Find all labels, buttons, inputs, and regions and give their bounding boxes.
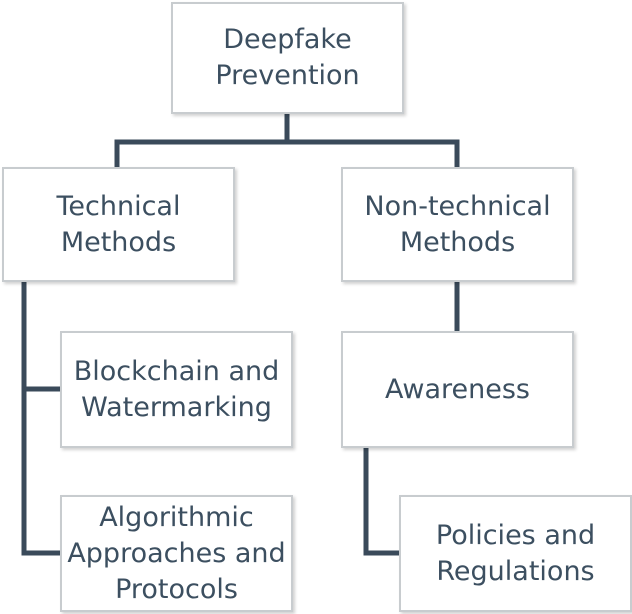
connector-awareness-to-policies (363, 445, 402, 556)
node-non-technical-methods: Non-technical Methods (341, 167, 574, 282)
node-label: Non-technical Methods (364, 190, 551, 258)
connector-root-to-branches (114, 111, 460, 170)
node-label: Technical Methods (56, 190, 181, 258)
node-label: Algorithmic Approaches and Protocols (67, 501, 286, 605)
node-label: Awareness (385, 373, 530, 405)
node-technical-methods: Technical Methods (2, 167, 235, 282)
node-algorithmic-approaches: Algorithmic Approaches and Protocols (60, 495, 293, 612)
connector-technical-to-children (21, 279, 63, 556)
node-label: Deepfake Prevention (215, 24, 360, 91)
node-label: Blockchain and Watermarking (73, 355, 280, 423)
node-policies-regulations: Policies and Regulations (399, 495, 632, 612)
node-blockchain-watermarking: Blockchain and Watermarking (60, 331, 293, 448)
node-deepfake-prevention: Deepfake Prevention (171, 2, 404, 114)
node-label: Policies and Regulations (435, 519, 596, 587)
node-awareness: Awareness (341, 331, 574, 448)
